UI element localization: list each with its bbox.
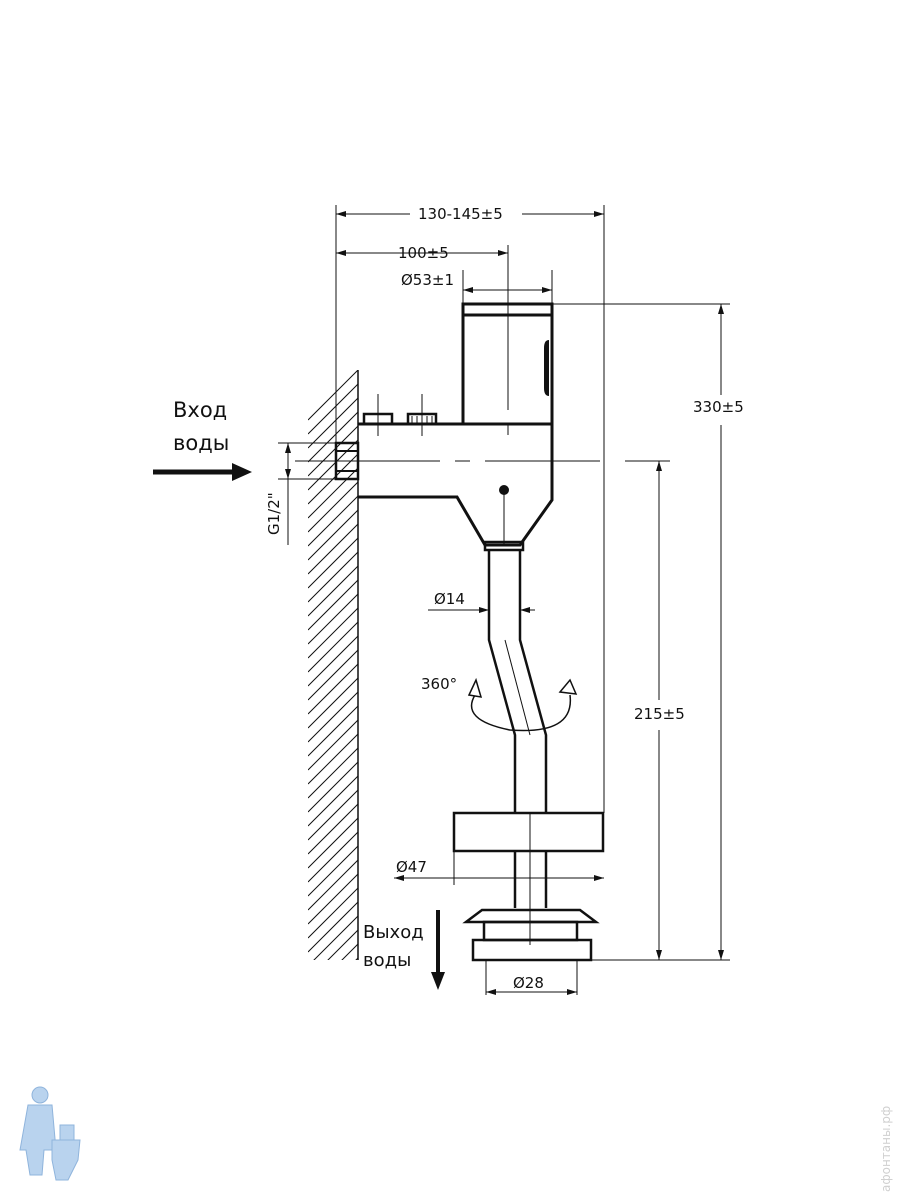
hatch-line (308, 425, 358, 477)
pipe (452, 550, 605, 962)
sensor-window (544, 340, 549, 396)
hatch-line (308, 593, 358, 645)
dim-axis-offset: 100±5 (398, 244, 449, 262)
hatch-line (308, 761, 358, 813)
dim-thread: G1/2" (265, 492, 283, 535)
outlet-label: Выход (363, 922, 424, 943)
dim-rotation: 360° (421, 675, 457, 693)
hatch-line (308, 370, 358, 421)
hatch-line (308, 719, 358, 771)
hatch-line (308, 901, 358, 953)
dim-overall-width: 130-145±5 (418, 205, 503, 223)
hatch-line (308, 397, 358, 449)
dim-pipe-diameter: Ø14 (434, 590, 465, 608)
watermark: афонтаны.рф (879, 1106, 893, 1192)
wall-hatching (308, 370, 358, 1036)
hatch-line (308, 705, 358, 757)
hatch-line (308, 509, 358, 561)
hatch-line (327, 929, 358, 960)
hatch-line (308, 607, 358, 659)
hatch-line (308, 986, 358, 1036)
hatch-line (308, 649, 358, 701)
dim-total-height: 330±5 (693, 398, 744, 416)
plumber-logo (19, 1086, 81, 1181)
outlet-label-2: воды (363, 950, 411, 971)
hatch-line (308, 523, 358, 575)
hatch-line (355, 957, 358, 960)
hatch-line (308, 845, 358, 897)
hatch-line (308, 691, 358, 743)
hatch-line (308, 803, 358, 855)
hatch-line (308, 565, 358, 617)
hatch-line (308, 887, 358, 939)
valve-body (334, 302, 554, 552)
hatch-line (308, 831, 358, 883)
hatch-line (308, 663, 358, 715)
hatch-line (308, 859, 358, 911)
dim-flange-diameter: Ø47 (396, 858, 427, 876)
hatch-line (308, 789, 358, 841)
hatch-line (308, 873, 358, 925)
hatch-line (308, 439, 358, 491)
rotation-arrow-icon (467, 677, 578, 732)
hatch-line (308, 972, 358, 1022)
dim-sensor-diameter: Ø53±1 (401, 271, 454, 289)
inlet-label: Вход (173, 398, 227, 422)
dimension-lines (278, 205, 730, 995)
hatch-line (308, 733, 358, 785)
inlet-label-2: воды (173, 431, 229, 455)
hatch-line (308, 635, 358, 687)
hatch-line (308, 677, 358, 729)
hatch-line (308, 775, 358, 827)
hatch-line (308, 579, 358, 631)
hatch-line (308, 551, 358, 603)
hatch-line (313, 915, 358, 960)
hatch-line (341, 943, 358, 960)
dim-outlet-diameter: Ø28 (513, 974, 544, 992)
hatch-line (308, 747, 358, 799)
hatch-line (308, 383, 358, 435)
hatch-line (308, 411, 358, 463)
hatch-line (308, 467, 358, 519)
hatch-line (308, 481, 358, 533)
center-lines (295, 245, 670, 945)
hatch-line (308, 495, 358, 547)
dim-pipe-height: 215±5 (634, 705, 685, 723)
hatch-line (308, 537, 358, 589)
hatch-line (308, 621, 358, 673)
hatch-line (308, 817, 358, 869)
